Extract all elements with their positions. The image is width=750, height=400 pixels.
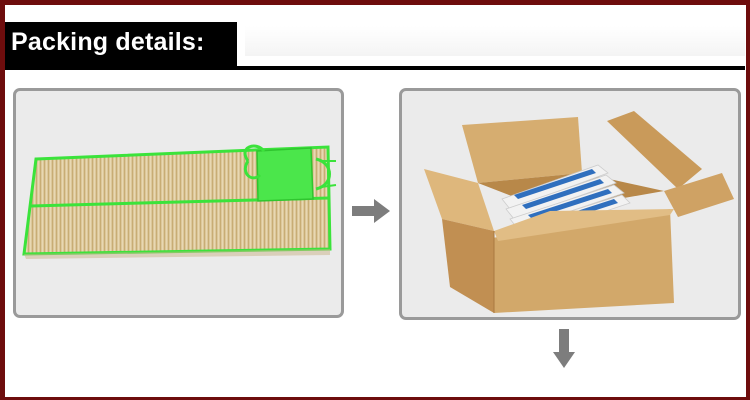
frame-bottom xyxy=(0,397,750,400)
carton-photo-panel xyxy=(399,88,741,320)
product-photo-panel xyxy=(13,88,344,318)
frame-right xyxy=(746,0,750,400)
carton-box-image xyxy=(424,111,734,313)
arrow-down-icon xyxy=(552,328,576,370)
frame-left xyxy=(0,0,5,400)
frame-top xyxy=(0,0,750,5)
arrow-right-icon xyxy=(350,198,392,224)
header-tab: Packing details: xyxy=(5,22,237,70)
page-title: Packing details: xyxy=(11,28,205,56)
header-fade xyxy=(245,26,745,56)
header-underline xyxy=(237,66,745,70)
straw-mat-image xyxy=(22,144,337,259)
